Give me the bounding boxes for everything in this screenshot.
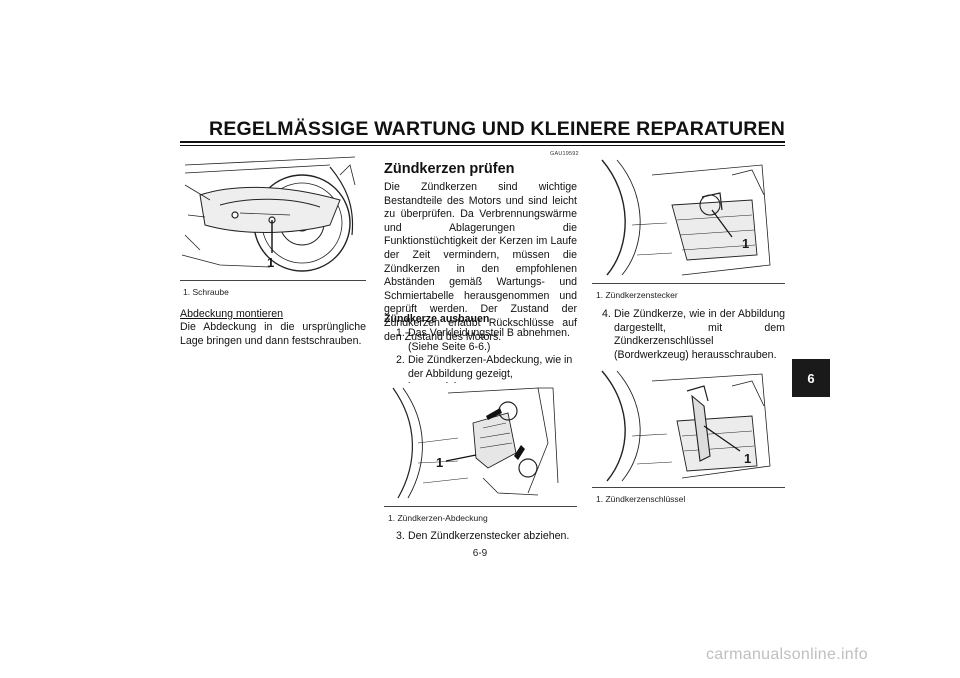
figure-rule [180, 280, 366, 281]
figure-caption: 1. Zündkerzenschlüssel [596, 494, 686, 504]
header-rule [180, 141, 785, 143]
page-header-title: REGELMÄSSIGE WARTUNG UND KLEINERE REPARA… [209, 118, 785, 140]
figure-rule [592, 283, 785, 284]
step-text: Das Verkleidungsteil B abnehmen. (Siehe … [408, 327, 570, 353]
figure-caption: 1. Zündkerzenstecker [596, 290, 678, 300]
section-paragraph: Die Abdeckung in die ursprüngliche Lage … [180, 321, 366, 347]
step-number: 2. [396, 354, 405, 366]
figure-spark-plug-cap [592, 155, 778, 280]
step-text: Den Zündkerzenstecker abziehen. [408, 530, 570, 542]
watermark: carmanualsonline.info [706, 646, 868, 663]
figure-caption: 1. Schraube [183, 287, 229, 297]
step-item: 4. Die Zündkerze, wie in der Abbildung d… [602, 308, 785, 364]
header-rule-thin [180, 145, 785, 146]
figure-callout: 1 [742, 236, 750, 251]
figure-spark-plug-wrench [592, 366, 778, 484]
figure-callout: 1 [744, 451, 752, 466]
section-paragraph: Die Zündkerzen sind wichtige Bestandteil… [384, 181, 577, 343]
figure-callout: 1 [436, 455, 444, 470]
page-number: 6-9 [472, 548, 488, 559]
figure-rule [592, 487, 785, 488]
figure-callout: 1 [267, 255, 275, 270]
figure-rule [384, 506, 577, 507]
step-number: 4. [602, 308, 611, 320]
step-item: 2. Die Zündkerzen-Abdeckung, wie in der … [396, 354, 577, 393]
steps-subheading: Zündkerze ausbauen [384, 313, 490, 325]
step-item: 1. Das Verkleidungsteil B abnehmen. (Sie… [396, 327, 577, 357]
figure-spark-plug-cover [388, 383, 568, 501]
section-heading: Zündkerzen prüfen [384, 161, 515, 177]
step-number: 1. [396, 327, 405, 339]
reference-code: GAU19592 [550, 151, 579, 157]
section-subheading: Abdeckung montieren [180, 308, 284, 320]
step-number: 3. [396, 530, 405, 542]
figure-caption: 1. Zündkerzen-Abdeckung [388, 513, 488, 523]
step-text: Die Zündkerze, wie in der Abbildung darg… [614, 308, 785, 361]
figure-screw [180, 155, 358, 275]
step-item: 3. Den Zündkerzenstecker abziehen. [396, 530, 577, 546]
chapter-tab: 6 [792, 359, 830, 397]
